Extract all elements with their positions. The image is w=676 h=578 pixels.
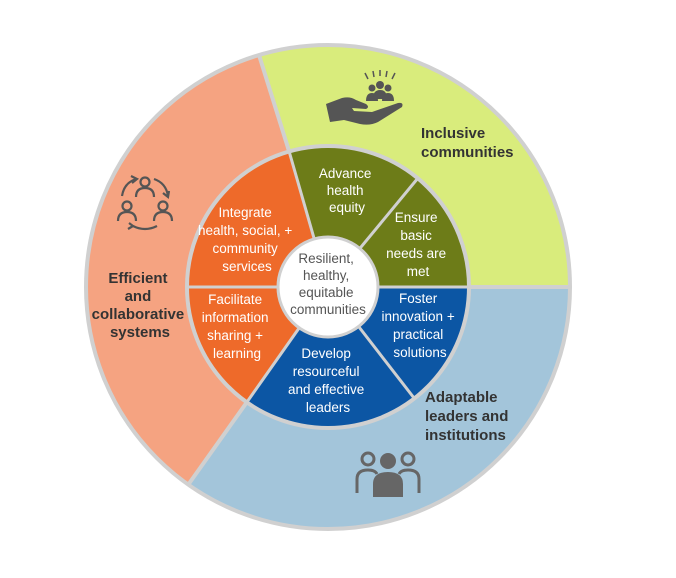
inner-label-line: health, social, +	[198, 223, 292, 238]
outer-label-line: communities	[421, 144, 514, 161]
inner-label-line: Integrate	[218, 205, 271, 220]
inner-segment-develop-leaders	[247, 287, 414, 428]
inner-label-line: and effective	[288, 382, 364, 397]
center-line: communities	[290, 302, 366, 317]
outer-label-line: collaborative	[92, 306, 185, 323]
inner-label-line: met	[407, 264, 430, 279]
inner-label-foster-innovation: Foster innovation + practical solutions	[382, 291, 459, 360]
inner-label-develop-leaders: Develop resourceful and effective leader…	[288, 346, 368, 415]
inner-label-line: services	[222, 259, 272, 274]
outer-label-adaptable: Adaptable leaders and institutions	[425, 389, 513, 444]
inner-label-advance-health-equity: Advance health equity	[319, 166, 375, 215]
center-line: healthy,	[303, 268, 349, 283]
outer-label-line: Adaptable	[425, 389, 498, 406]
outer-label-efficient: Efficient and collaborative systems	[92, 270, 189, 341]
outer-label-line: institutions	[425, 427, 506, 444]
outer-label-line: and	[125, 288, 152, 305]
group-people-icon	[355, 451, 421, 497]
inner-label-line: Facilitate	[208, 292, 262, 307]
inner-label-line: sharing +	[207, 328, 263, 343]
inner-label-line: information	[202, 310, 269, 325]
inner-label-line: resourceful	[293, 364, 360, 379]
outer-label-line: systems	[110, 324, 170, 341]
outer-label-line: Efficient	[108, 270, 167, 287]
center-line: Resilient,	[298, 251, 354, 266]
center-line: equitable	[299, 285, 354, 300]
inner-label-line: equity	[329, 200, 365, 215]
inner-label-line: learning	[213, 346, 261, 361]
outer-label-line: leaders and	[425, 408, 508, 425]
inner-label-line: Develop	[301, 346, 351, 361]
center-label: Resilient, healthy, equitable communitie…	[290, 251, 366, 317]
inner-label-line: practical	[393, 327, 443, 342]
inner-label-line: Foster	[399, 291, 438, 306]
inner-label-line: Advance	[319, 166, 372, 181]
outer-label-inclusive: Inclusive communities	[421, 125, 514, 161]
inner-label-line: Ensure	[395, 210, 438, 225]
inner-label-facilitate-information: Facilitate information sharing + learnin…	[202, 292, 273, 361]
inner-label-line: basic	[400, 228, 432, 243]
inner-label-line: needs are	[386, 246, 446, 261]
inner-label-line: innovation +	[382, 309, 455, 324]
inner-label-line: leaders	[306, 400, 351, 415]
inner-label-line: health	[327, 183, 364, 198]
inner-label-integrate-services: Integrate health, social, + community se…	[198, 205, 296, 274]
inner-label-ensure-basic-needs: Ensure basic needs are met	[386, 210, 450, 279]
outer-label-line: Inclusive	[421, 125, 485, 142]
inner-label-line: community	[212, 241, 278, 256]
people-cycle-icon	[116, 175, 174, 231]
center-circle	[276, 235, 380, 339]
inner-label-line: solutions	[393, 345, 447, 360]
hand-holding-people-icon	[326, 70, 403, 125]
